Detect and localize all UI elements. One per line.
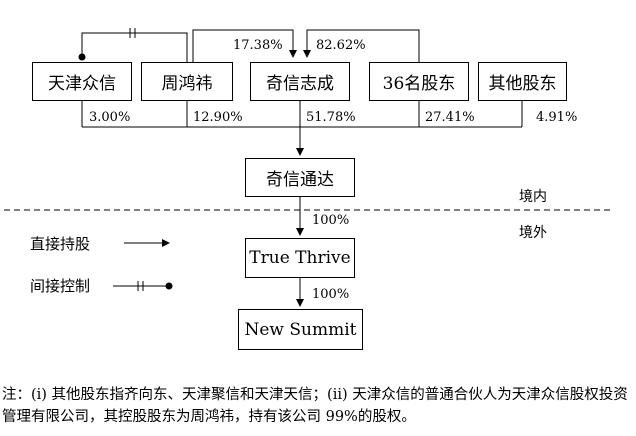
entity-zhou-hongwei: 周鸿祎 (141, 62, 233, 101)
entity-new-summit: New Summit (238, 309, 363, 350)
pct-zhou-to-tongda: 12.90% (193, 110, 243, 125)
pct-36-to-zhicheng: 82.62% (316, 38, 366, 53)
legend-indirect-dot (165, 282, 173, 290)
region-domestic-label: 境内 (519, 189, 547, 205)
entity-36-shareholders: 36名股东 (369, 62, 469, 101)
entity-true-thrive: True Thrive (245, 238, 355, 278)
entity-qixin-zhicheng: 奇信志成 (250, 62, 350, 101)
legend-direct-label: 直接持股 (30, 235, 91, 253)
zhicheng-holding-lines (192, 29, 420, 62)
pct-other-to-tongda: 4.91% (536, 110, 578, 125)
pct-tongda-to-truethrive: 100% (312, 213, 350, 228)
footnote: 注：(i) 其他股东指齐向东、天津聚信和天津天信；(ii) 天津众信的普通合伙人… (2, 387, 628, 425)
indirect-control-line (81, 28, 188, 62)
pct-zhou-to-zhicheng: 17.38% (233, 38, 283, 53)
entity-tianjin-zhongxin: 天津众信 (32, 62, 132, 101)
pct-tianjin-to-tongda: 3.00% (89, 110, 131, 125)
region-overseas-label: 境外 (519, 225, 547, 241)
indirect-control-dot (78, 53, 86, 61)
entity-qixin-tongda: 奇信通达 (245, 158, 355, 197)
tongda-holding-lines (81, 101, 523, 156)
legend-indirect-symbol-icon (113, 281, 166, 291)
pct-truethrive-to-newsummit: 100% (312, 287, 350, 302)
pct-36-to-tongda: 27.41% (425, 110, 475, 125)
pct-zhicheng-to-tongda: 51.78% (306, 110, 356, 125)
legend-indirect-label: 间接控制 (30, 277, 91, 295)
entity-other-shareholders: 其他股东 (478, 62, 567, 101)
